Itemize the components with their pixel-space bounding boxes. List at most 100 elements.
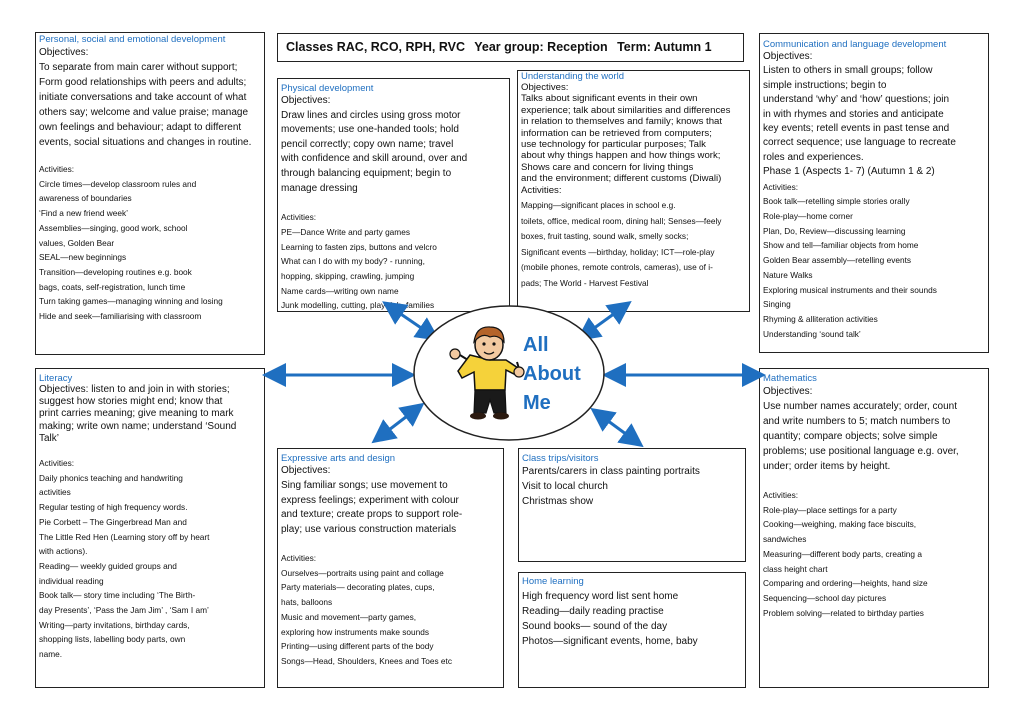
activities-label: Activities: — [763, 181, 799, 192]
activity-line: toilets, office, medical room, dining ha… — [521, 215, 722, 226]
maths-activities: Activities: Role-play—place settings for… — [763, 488, 988, 620]
physical-activities: Activities: PE—Dance Write and party gam… — [281, 210, 509, 311]
communication-activities: Activities: Book talk—retelling simple s… — [763, 180, 988, 342]
objectives-label: Objectives: — [281, 465, 331, 476]
objective-line: Objectives: listen to and join in with s… — [39, 384, 230, 395]
objective-line: problems; use positional language e.g. o… — [763, 446, 959, 457]
maths-box: Mathematics Objectives: Use number names… — [759, 368, 989, 688]
objective-line: express feelings; experiment with colour — [281, 494, 459, 506]
objective-line: own feelings and behaviour; adapt to dif… — [39, 122, 242, 133]
home-lines: High frequency word list sent home Readi… — [522, 589, 745, 649]
objective-line: with confidence and skill around, over a… — [281, 153, 468, 165]
activity-line: Assemblies—singing, good work, school — [39, 222, 188, 233]
literacy-box: Literacy Objectives: listen to and join … — [35, 368, 265, 688]
activity-line: Writing—party invitations, birthday card… — [39, 619, 190, 630]
activity-line: Sequencing—school day pictures — [763, 592, 887, 603]
physical-box: Physical development Objectives: Draw li… — [277, 78, 510, 312]
center-ellipse — [413, 305, 605, 441]
activity-line: Problem solving—related to birthday part… — [763, 607, 924, 618]
maths-objectives: Objectives: Use number names accurately;… — [763, 384, 988, 474]
activity-line: awareness of boundaries — [39, 193, 132, 204]
activities-label: Activities: — [281, 552, 317, 563]
objective-line: print carries meaning; give meaning to m… — [39, 408, 234, 420]
trip-line: Parents/carers in class painting portrai… — [522, 466, 700, 477]
trip-line: Visit to local church — [522, 481, 608, 492]
activities-label: Activities: — [39, 164, 75, 174]
child-figure-icon — [449, 326, 525, 420]
activity-line: Circle times—develop classroom rules and — [39, 178, 197, 189]
activity-line: Transition—developing routines e.g. book — [39, 266, 192, 277]
activity-line: Measuring—different body parts, creating… — [763, 548, 922, 559]
activity-line: What can I do with my body? - running, — [281, 256, 425, 267]
activity-line: ‘Find a new friend week’ — [39, 208, 129, 219]
activity-line: Party materials— decorating plates, cups… — [281, 582, 435, 593]
objective-line: Sing familiar songs; use movement to — [281, 479, 448, 491]
objective-line: Listen to others in small groups; follow — [763, 65, 933, 77]
objective-line: Talks about significant events in their … — [521, 93, 698, 105]
objective-line: others say; welcome and value praise; ma… — [39, 107, 249, 118]
expressive-activities: Activities: Ourselves—portraits using pa… — [281, 551, 503, 669]
activity-line: Pie Corbett – The Gingerbread Man and — [39, 516, 187, 527]
arrow-trips — [590, 407, 644, 448]
activity-line: Exploring musical instruments and their … — [763, 284, 937, 295]
activity-line: class height chart — [763, 563, 828, 574]
home-line: Reading—daily reading practise — [522, 606, 664, 617]
activity-line: Daily phonics teaching and handwriting — [39, 472, 183, 483]
activity-line: sandwiches — [763, 534, 807, 545]
objective-line: initiate conversations and take account … — [39, 92, 247, 103]
activities-label: Activities: — [521, 184, 562, 196]
arrow-understanding — [576, 300, 632, 342]
understanding-box: Understanding the world Objectives: Talk… — [517, 70, 750, 312]
activity-line: bags, coats, self-registration, lunch ti… — [39, 281, 186, 292]
trips-heading: Class trips/visitors — [522, 453, 599, 464]
objective-line: through balancing equipment; begin to — [281, 167, 452, 179]
activity-line: Mapping—significant places in school e.g… — [521, 200, 676, 211]
center-title: All About Me — [523, 331, 581, 418]
literacy-activities: Activities: Daily phonics teaching and h… — [39, 456, 264, 662]
objective-line: under; order items by height. — [763, 461, 891, 472]
understanding-heading: Understanding the world — [521, 71, 624, 82]
objective-line: Draw lines and circles using gross motor — [281, 109, 461, 121]
objective-line: Form good relationships with peers and a… — [39, 77, 247, 88]
activity-line: Show and tell—familiar objects from home — [763, 240, 919, 251]
activity-line: Role-play—home corner — [763, 211, 853, 222]
activity-line: (mobile phones, remote controls, cameras… — [521, 262, 713, 273]
activity-line: SEAL—new beginnings — [39, 252, 127, 263]
understanding-objectives: Objectives: Talks about significant even… — [521, 82, 749, 196]
objective-line: information can be retrieved from comput… — [521, 127, 712, 139]
objective-line: roles and experiences. — [763, 151, 864, 163]
objective-line: making; write own name; understand ‘Soun… — [39, 420, 237, 432]
home-line: Photos—significant events, home, baby — [522, 636, 698, 647]
psed-box: Personal, social and emotional developme… — [35, 32, 265, 355]
activity-line: Book talk—retelling simple stories orall… — [763, 196, 910, 207]
literacy-objectives: Objectives: listen to and join in with s… — [39, 384, 264, 445]
center-title-line: About — [523, 363, 581, 385]
objectives-label: Objectives: — [763, 386, 813, 397]
objectives-label: Objectives: — [521, 82, 569, 93]
activity-line: name. — [39, 649, 63, 660]
activity-line: exploring how instruments make sounds — [281, 626, 430, 637]
activity-line: PE—Dance Write and party games — [281, 226, 410, 237]
activity-line: Significant events —birthday, holiday; I… — [521, 246, 715, 257]
activity-line: Role-play—place settings for a party — [763, 504, 897, 515]
physical-objectives: Objectives: Draw lines and circles using… — [281, 94, 509, 196]
home-box: Home learning High frequency word list s… — [518, 572, 746, 688]
objective-line: suggest how stories might end; know that — [39, 396, 223, 408]
activity-line: Understanding ‘sound talk’ — [763, 328, 861, 339]
expressive-heading: Expressive arts and design — [281, 453, 396, 464]
physical-heading: Physical development — [281, 83, 374, 94]
activity-line: values, Golden Bear — [39, 237, 115, 248]
objectives-label: Objectives: — [281, 95, 331, 106]
activity-line: Junk modelling, cutting, play doh, famil… — [281, 300, 435, 311]
objective-line: experience; talk about similarities and … — [521, 104, 731, 116]
arrow-expressive — [371, 402, 425, 444]
trips-lines: Parents/carers in class painting portrai… — [522, 464, 745, 509]
home-line: High frequency word list sent home — [522, 591, 679, 602]
objective-line: movements; use one-handed tools; hold — [281, 124, 459, 136]
psed-activities: Activities: Circle times—develop classro… — [39, 162, 264, 324]
activity-line: boxes, fruit tasting, sound walk, smelly… — [521, 231, 689, 242]
activity-line: Ourselves—portraits using paint and coll… — [281, 567, 444, 578]
objective-line: understand ‘why’ and ‘how’ questions; jo… — [763, 94, 950, 106]
communication-objectives: Objectives: Listen to others in small gr… — [763, 50, 988, 180]
